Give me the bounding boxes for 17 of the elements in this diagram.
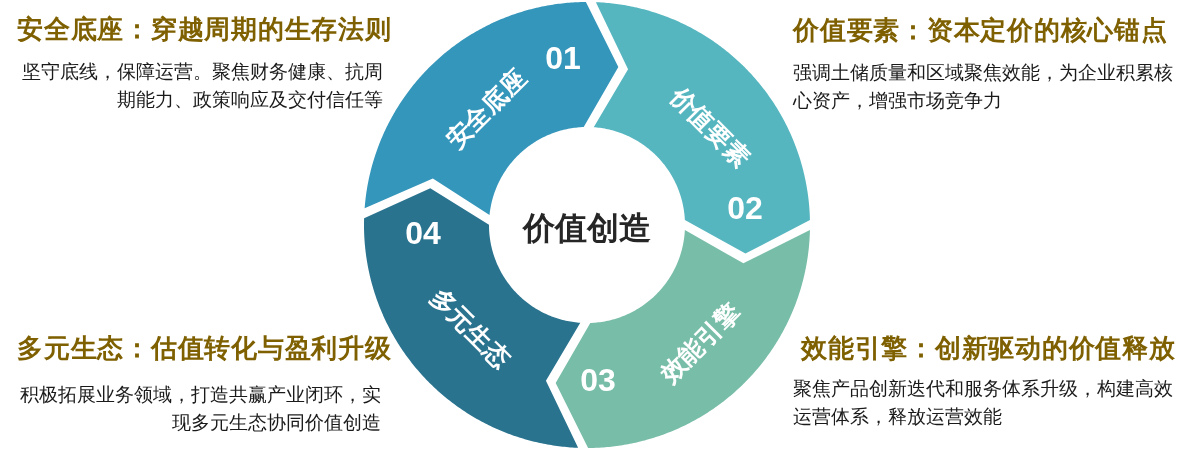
step-number: 02 <box>727 192 763 224</box>
section-heading: 安全底座：穿越周期的生存法则 <box>17 14 392 45</box>
segment-label: 安全底座 <box>441 64 531 154</box>
segment-label: 价值要素 <box>665 82 755 172</box>
description-text: 聚焦产品创新迭代和服务体系升级，构建高效运营体系，释放运营效能 <box>793 377 1174 429</box>
section-heading: 价值要素：资本定价的核心锚点 <box>793 15 1168 46</box>
segment-label: 效能引擎 <box>655 298 745 388</box>
step-number: 01 <box>545 42 581 74</box>
segment-label: 多元生态 <box>425 283 515 373</box>
description-text: 强调土储质量和区域聚焦效能，为企业积累核心资产，增强市场竞争力 <box>793 61 1174 113</box>
step-number: 03 <box>580 364 616 396</box>
section-heading: 多元生态：估值转化与盈利升级 <box>17 333 392 364</box>
section-heading: 效能引擎：创新驱动的价值释放 <box>801 333 1176 364</box>
description-text: 积极拓展业务领域，打造共赢产业闭环，实现多元生态协同价值创造 <box>19 383 381 435</box>
center-title: 价值创造 <box>523 212 651 244</box>
description-text: 坚守底线，保障运营。聚焦财务健康、抗周期能力、政策响应及交付信任等 <box>21 60 383 112</box>
step-number: 04 <box>405 217 441 249</box>
